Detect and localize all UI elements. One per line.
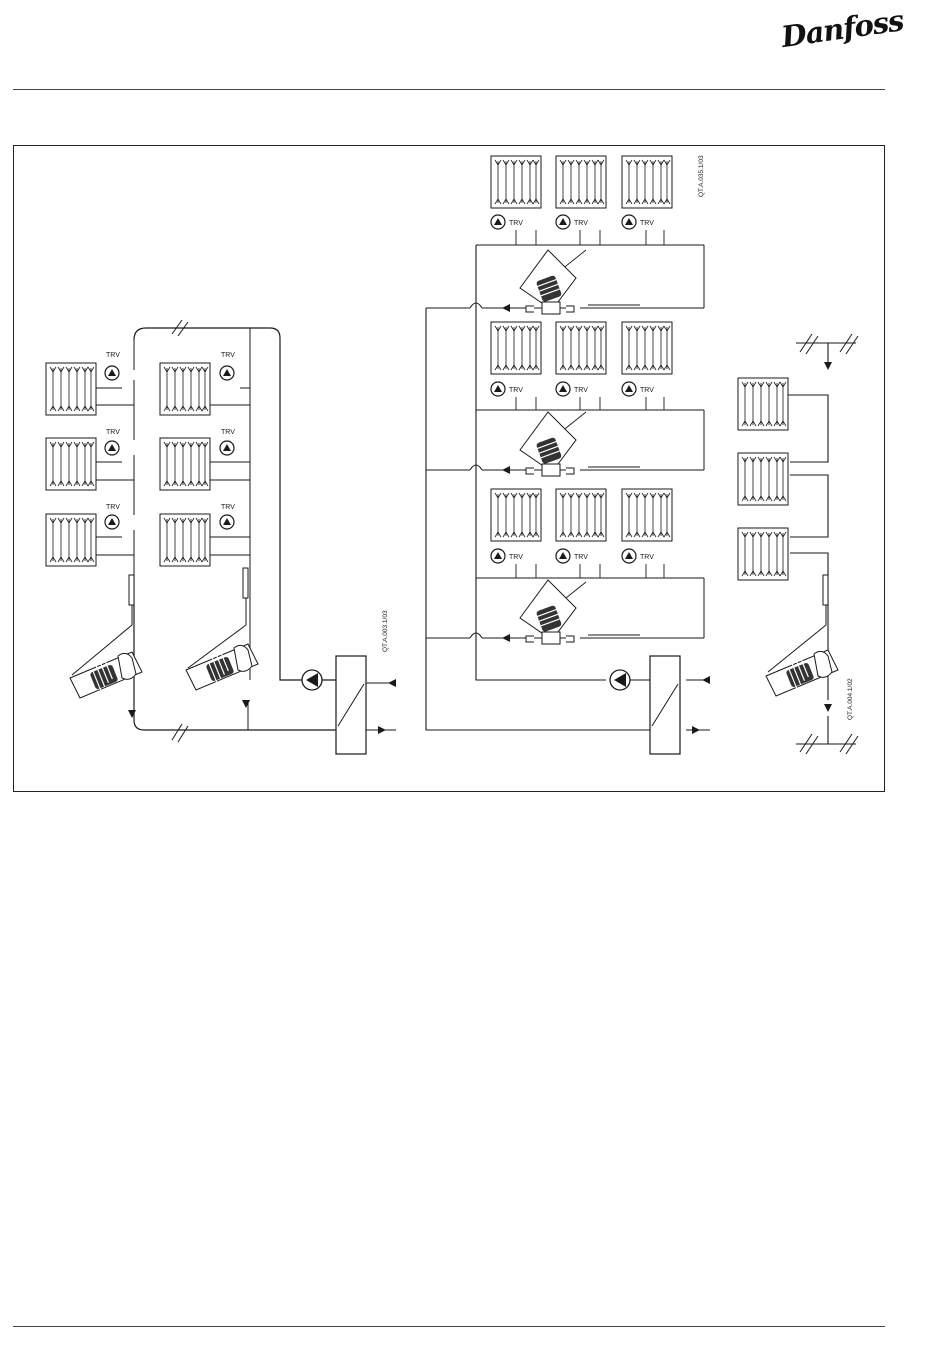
trv-label: TRV <box>509 220 523 227</box>
flow-arrow <box>388 679 396 687</box>
trv-label: TRV <box>640 387 654 394</box>
flow-arrow <box>824 704 832 712</box>
flow-arrow <box>128 710 136 718</box>
left-control-valves <box>70 644 258 698</box>
middle-heat-exchanger <box>650 656 680 754</box>
footer-divider <box>13 1326 885 1327</box>
trv-label: TRV <box>221 352 235 359</box>
trv-label: TRV <box>574 387 588 394</box>
flow-arrow <box>242 700 250 708</box>
middle-control-valves <box>520 250 576 644</box>
flow-arrow <box>502 466 510 474</box>
right-radiators <box>738 378 788 580</box>
trv-label: TRV <box>221 429 235 436</box>
ref-code-left: QT.A.003.1/03 <box>382 610 389 652</box>
flow-arrow <box>824 362 832 370</box>
flow-arrow <box>378 726 386 734</box>
trv-label: TRV <box>640 554 654 561</box>
flow-arrow <box>692 726 700 734</box>
trv-label: TRV <box>106 429 120 436</box>
trv-label: TRV <box>574 220 588 227</box>
flow-arrow <box>502 634 510 642</box>
trv-label: TRV <box>640 220 654 227</box>
ref-code-middle: QT.A.035.1/03 <box>698 155 705 197</box>
trv-label: TRV <box>509 554 523 561</box>
flow-arrow <box>702 676 710 684</box>
trv-label: TRV <box>106 504 120 511</box>
middle-radiators <box>491 156 672 541</box>
trv-label: TRV <box>221 504 235 511</box>
left-radiators <box>46 363 210 566</box>
flow-arrow <box>502 304 510 312</box>
left-pump <box>302 670 322 690</box>
trv-label: TRV <box>509 387 523 394</box>
trv-label: TRV <box>574 554 588 561</box>
ref-code-right: QT.A.004.1/02 <box>847 678 854 720</box>
left-heat-exchanger <box>336 656 366 754</box>
right-control-valve <box>766 650 838 696</box>
trv-label: TRV <box>106 352 120 359</box>
middle-system <box>426 230 710 730</box>
middle-pump <box>610 670 630 690</box>
